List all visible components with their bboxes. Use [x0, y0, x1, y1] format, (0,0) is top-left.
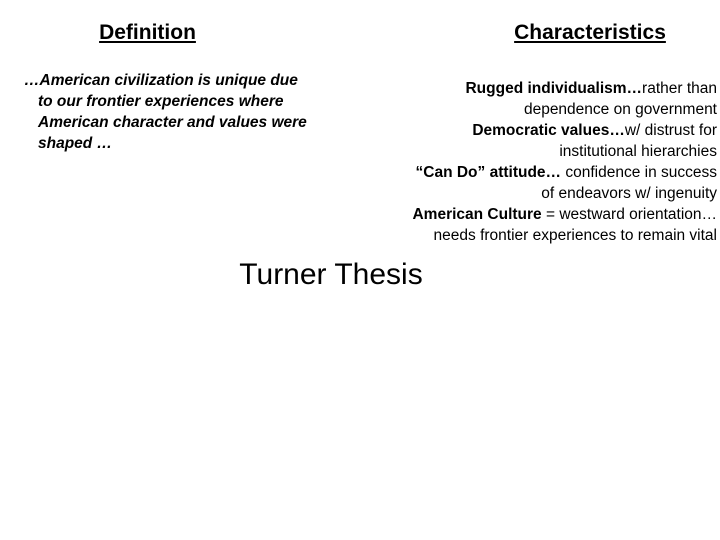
characteristic-term: American Culture — [412, 206, 546, 223]
characteristic-point: “Can Do” attitude… confidence in success… — [406, 162, 717, 204]
characteristic-description: w/ distrust for institutional hierarchie… — [559, 122, 717, 160]
characteristic-description: confidence in success of endeavors w/ in… — [541, 164, 717, 202]
definition-heading: Definition — [99, 21, 196, 44]
characteristic-point: Rugged individualism…rather than depende… — [406, 78, 717, 120]
characteristic-description: = westward orientation…needs frontier ex… — [433, 206, 717, 244]
characteristic-term: Democratic values… — [472, 122, 625, 139]
characteristic-term: Rugged individualism… — [465, 80, 643, 97]
definition-body-text: …American civilization is unique due to … — [24, 72, 307, 152]
characteristics-body-text: Rugged individualism…rather than depende… — [406, 78, 717, 246]
turner-thesis-title: Turner Thesis — [239, 258, 423, 291]
characteristic-point: Democratic values…w/ distrust for instit… — [406, 120, 717, 162]
characteristic-description: rather than dependence on government — [523, 80, 717, 118]
characteristic-point: American Culture = westward orientation…… — [406, 204, 717, 246]
characteristics-heading: Characteristics — [514, 21, 666, 44]
characteristic-term: “Can Do” attitude… — [415, 164, 562, 181]
